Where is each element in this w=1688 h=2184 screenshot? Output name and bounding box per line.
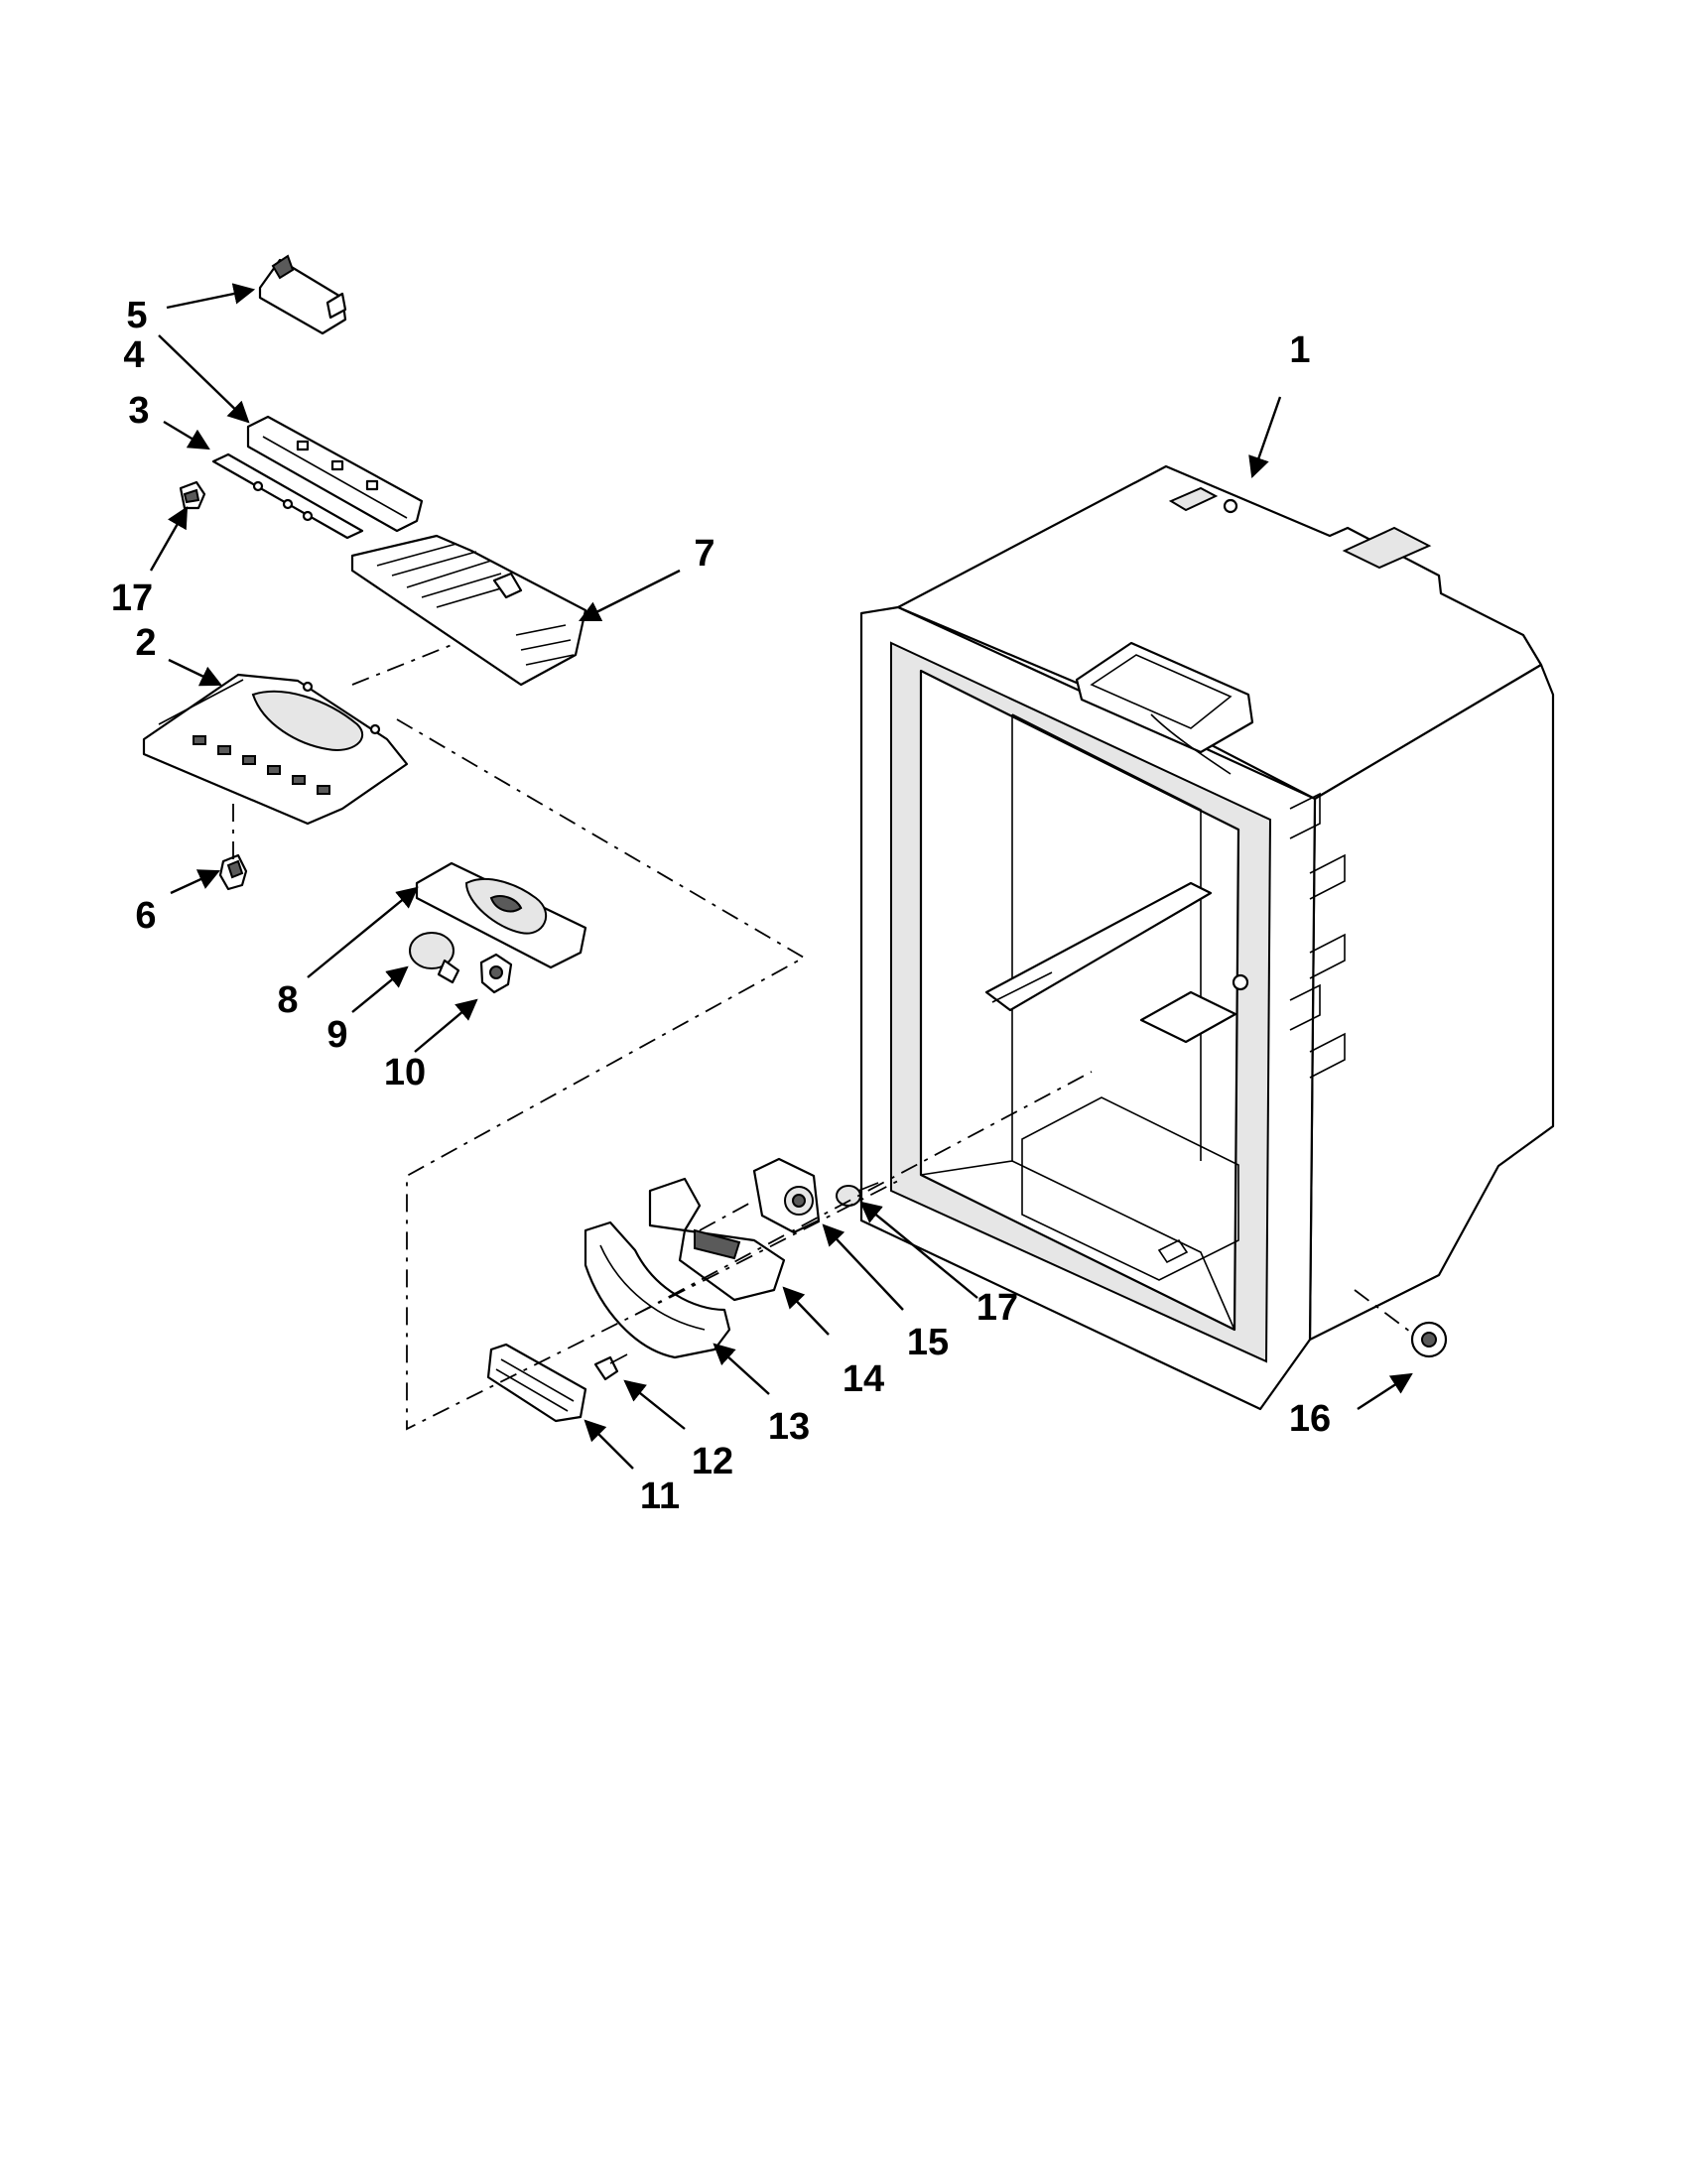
assembly-dash-lines <box>232 644 1415 1431</box>
part-6-switch <box>218 853 248 891</box>
part-5-cover <box>258 254 347 335</box>
callout-2: 2 <box>135 622 156 664</box>
callout-17-upper: 17 <box>111 578 153 619</box>
part-14-housing <box>648 1177 786 1302</box>
part-17-screw-upper <box>179 480 206 510</box>
part-10-socket <box>479 953 513 994</box>
callout-labels: 1 2 3 4 5 6 7 8 9 10 11 12 13 14 15 16 1… <box>111 295 1331 1517</box>
callout-3: 3 <box>128 390 149 432</box>
callout-5: 5 <box>126 295 147 336</box>
callout-17-lower: 17 <box>976 1287 1018 1329</box>
callout-15: 15 <box>907 1322 949 1363</box>
callout-10: 10 <box>384 1052 426 1093</box>
part-4-housing <box>246 415 424 533</box>
part-11-cover <box>486 1343 587 1423</box>
callout-4: 4 <box>123 334 144 376</box>
callout-6: 6 <box>135 895 156 937</box>
part-2-control-housing <box>142 673 409 826</box>
part-13-bracket <box>584 1220 731 1359</box>
leader-arrows <box>149 283 1413 1470</box>
callout-8: 8 <box>277 979 298 1021</box>
part-15-switch-assembly <box>752 1157 821 1234</box>
refrigerator-liner-part <box>859 464 1555 1411</box>
callout-11: 11 <box>640 1476 680 1517</box>
part-17-screw-lower <box>836 1182 879 1207</box>
part-3-panel <box>211 452 364 540</box>
part-12-screw <box>593 1353 628 1381</box>
part-9-bulb <box>409 932 460 984</box>
callout-12: 12 <box>692 1441 733 1482</box>
callout-13: 13 <box>768 1406 810 1448</box>
callout-14: 14 <box>843 1358 884 1400</box>
callout-7: 7 <box>694 533 714 575</box>
callout-16: 16 <box>1289 1398 1331 1440</box>
part-7-cover <box>350 534 587 687</box>
callout-9: 9 <box>326 1014 347 1056</box>
callout-1: 1 <box>1289 329 1310 371</box>
part-16-hinge-cap <box>1410 1321 1448 1358</box>
